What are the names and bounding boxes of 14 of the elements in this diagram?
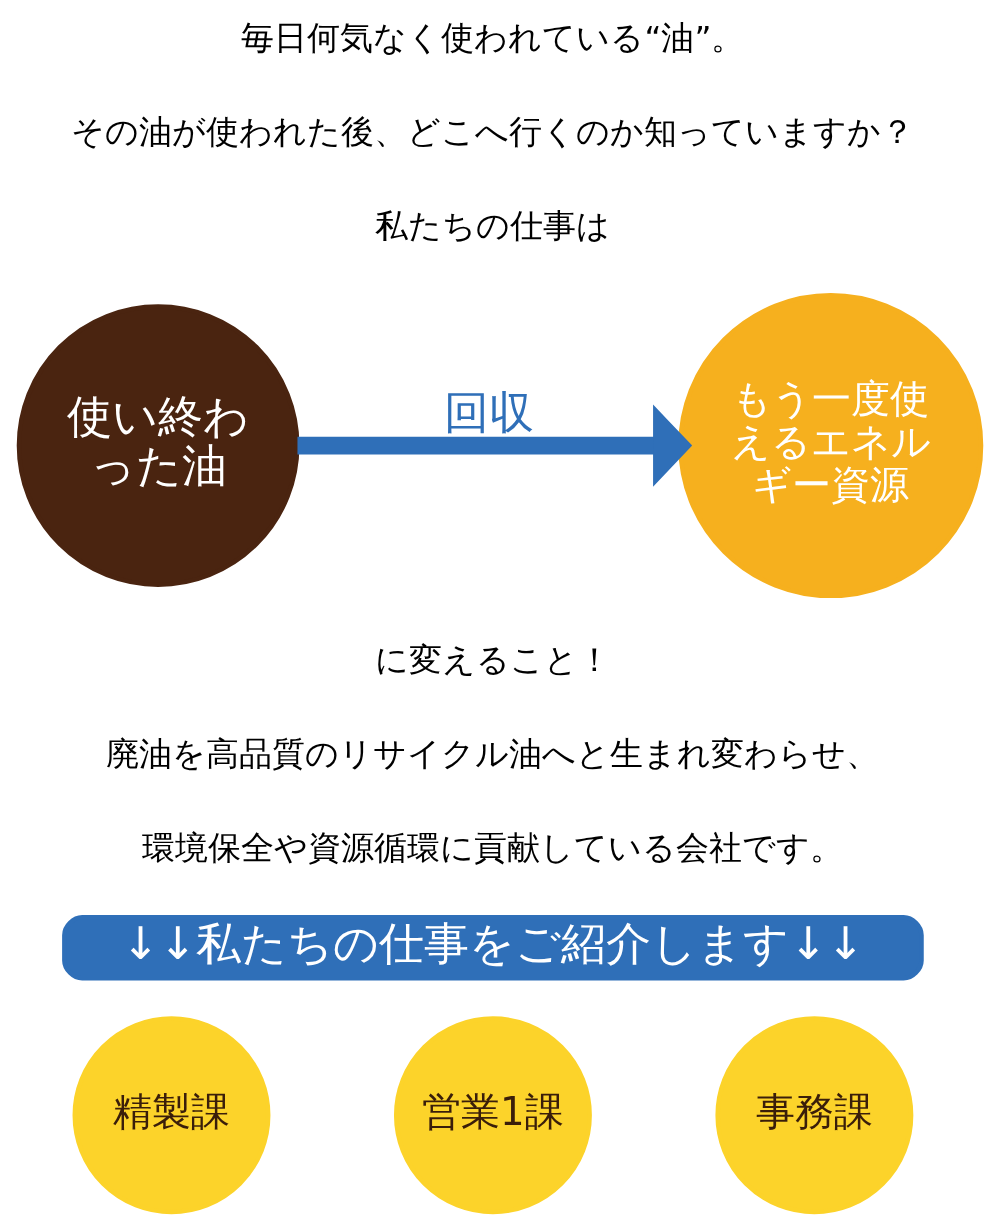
node-box: ↓↓私たちの仕事をご紹介します↓↓ [62, 915, 924, 981]
node-circle: 精製課 [72, 1016, 271, 1215]
label: に変えること！ [374, 641, 611, 680]
label: 環境保全や資源循環に貢献している会社です。 [142, 828, 844, 867]
label: 私たちの仕事は [375, 206, 611, 245]
label: その油が使われた後、どこへ行くのか知っていますか？ [71, 112, 915, 151]
node-circle: 営業1課 [393, 1016, 592, 1215]
arrow [297, 404, 693, 487]
node-circle: 使い終わった油 [16, 304, 300, 587]
label: 廃油を高品質のリサイクル油へと生まれ変わらせ、 [106, 734, 880, 773]
node-circle: 事務課 [715, 1016, 914, 1215]
node-circle: もう一度使えるエネルギー資源 [678, 293, 984, 599]
edge-label: 回収 [443, 386, 534, 439]
label: 毎日何気なく使われている“油”。 [241, 19, 745, 58]
